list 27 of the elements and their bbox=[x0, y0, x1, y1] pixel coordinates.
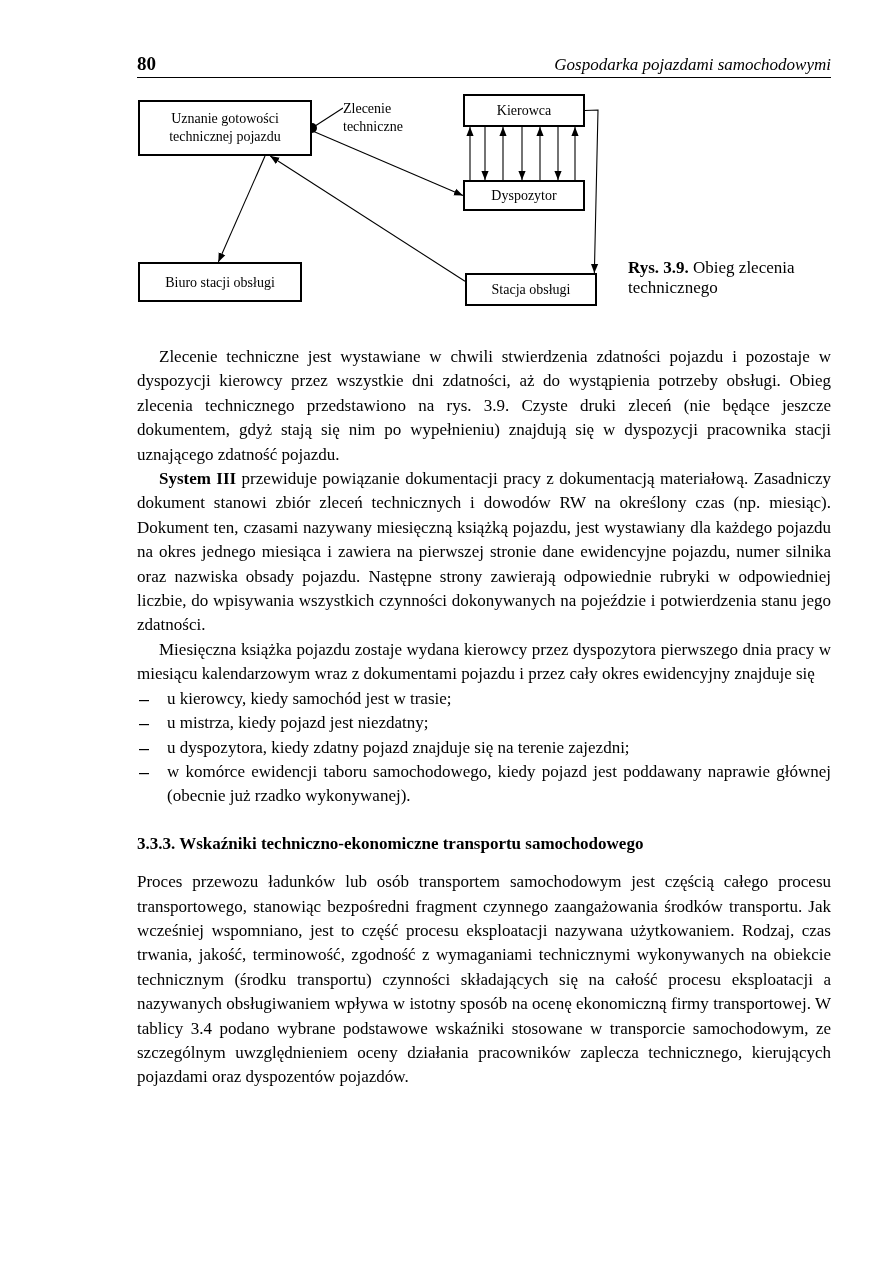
running-head: Gospodarka pojazdami samochodowymi bbox=[554, 54, 831, 76]
arrow bbox=[536, 126, 544, 181]
section-heading: 3.3.3. Wskaźniki techniczno-ekonomiczne transportu samochodowego bbox=[137, 832, 645, 855]
body-paragraph: Proces przewozu ładunków lub osób transportem samochodowym jest częścią całego procesu transportowego, stanowiąc bezpośredni fragment czynnego zaangażowania środków transportu. Jak wcześniej wspomniano, jest to część procesu eksploatacji nazywana użytkowaniem. Rodzaj, czas trwania, jakość, terminowość, zgodność z wymaganiami technicznymi wykonywanych na obiekcie technicznym (środku transportu) czynności składających się na całość procesu eksploatacji a nazywanych obsługiwaniem wpływa w istotny sposób na ocenę ekonomiczną firmy transportowej. W tablicy 3.4 podano wybrane podstawowe wskaźniki stosowane w transporcie samochodowym, ze szczególnym uwzględnieniem oceny działania pracowników zaplecza technicznego, kierujących pojazdami oraz dyspozentów pojazdów. bbox=[137, 871, 831, 1089]
list-item: u mistrza, kiedy pojazd jest niezdatny; bbox=[167, 712, 429, 735]
arrow bbox=[217, 155, 266, 263]
body-paragraph: Zlecenie techniczne jest wystawiane w chwili stwierdzenia zdatności pojazdu i pozostaje w dyspozycji kierowcy przez wszystkie dni zdatności, aż do wystąpienia potrzeby obsługi. Obieg zlecenia technicznego przedstawiono na rys. 3.9. Czyste druki zleceń (nie będące jeszcze dokumentem, gdyż stają się nim po wypełnieniu) znajdują się w dyspozycji pracownika stacji uznającego zdatność pojazdu. bbox=[137, 346, 831, 466]
process-box: Biuro stacji obsługi bbox=[138, 262, 302, 302]
process-box: Dyspozytor bbox=[463, 180, 585, 211]
arrow bbox=[571, 126, 579, 181]
page-number: 80 bbox=[137, 52, 156, 76]
list-item: w komórce ewidencji taboru samochodowego, kiedy pojazd jest poddawany naprawie głównej (obecnie już rzadko wykonywanej). bbox=[167, 760, 831, 808]
arrow bbox=[518, 126, 526, 181]
process-box: Kierowca bbox=[463, 94, 585, 127]
arrow bbox=[554, 126, 562, 181]
arrow bbox=[481, 126, 489, 181]
arrow bbox=[499, 126, 507, 181]
arrow bbox=[466, 126, 474, 181]
list-item: u dyspozytora, kiedy zdatny pojazd znajduje się na terenie zajezdni; bbox=[167, 736, 630, 759]
process-box: Uznanie gotowości technicznej pojazdu bbox=[138, 100, 312, 156]
arrow bbox=[269, 155, 466, 282]
figure-caption: Rys. 3.9. Obieg zlecenia technicznego bbox=[628, 258, 796, 298]
body-paragraph: System III przewiduje powiązanie dokumentacji pracy z dokumentacją materiałową. Zasadniczy dokument stanowi zbiór zleceń technicznych i dowodów RW na określony czas (np. miesiąc). Dokument ten, czasami nazywany miesięczną książką pojazdu, jest wystawiany dla każdego pojazdu na okres jednego miesiąca i zawiera na pierwszej stronie dane ewidencyjne pojazdu, numer silnika oraz nazwiska obsady pojazdu. Następne strony zawierają odpowiednie rubryki w odpowiedniej liczbie, do wpisywania wszystkich czynności dokonywanych na pojeździe i potwierdzenia stanu jego zdatności. bbox=[137, 468, 831, 637]
list-item: u kierowcy, kiedy samochód jest w trasie; bbox=[167, 687, 452, 710]
process-box: Stacja obsługi bbox=[465, 273, 597, 306]
arrow bbox=[311, 130, 464, 197]
arrow bbox=[584, 109, 599, 274]
